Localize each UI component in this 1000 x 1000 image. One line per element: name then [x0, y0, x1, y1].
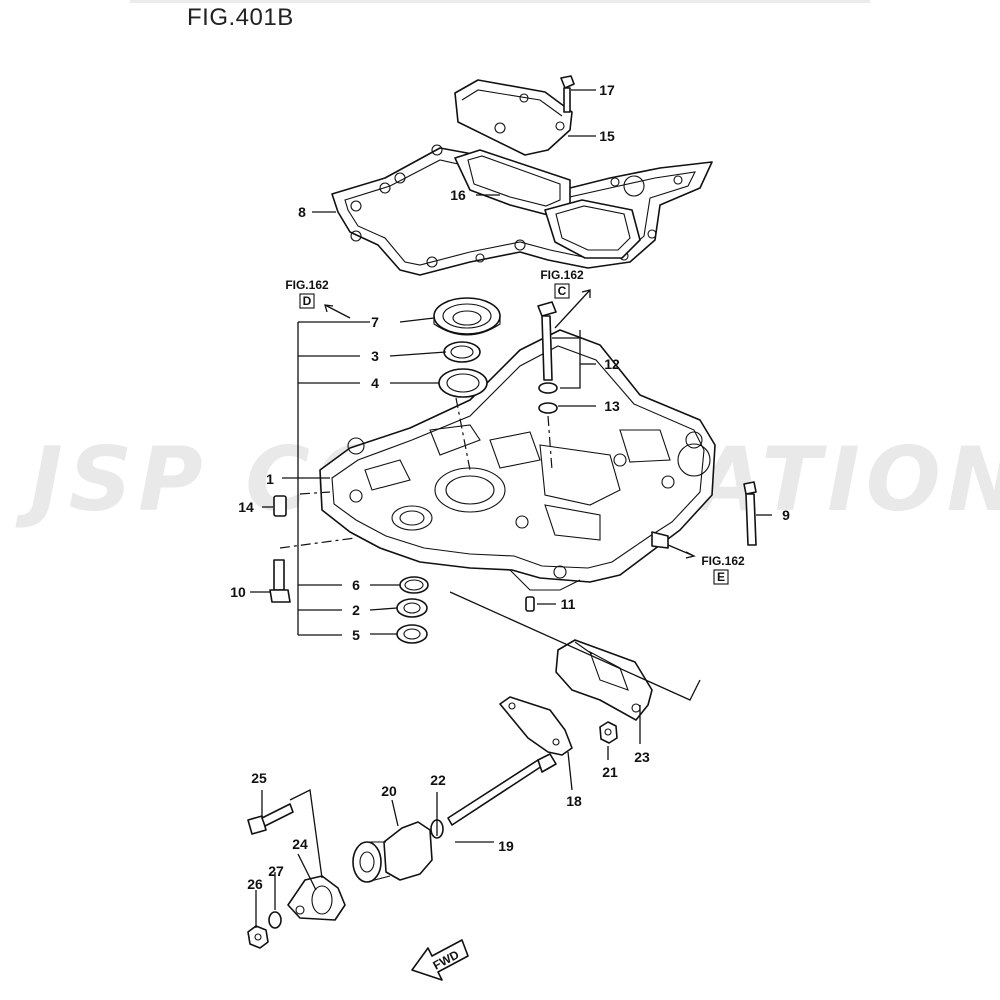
part-1-engine-holder[interactable]: [319, 329, 716, 591]
callout-11: 11: [561, 596, 576, 612]
reference-fig-label: FIG.162: [285, 278, 329, 292]
callout-14: 14: [238, 499, 254, 515]
part-14-dowel[interactable]: [273, 495, 287, 517]
callout-18: 18: [566, 793, 582, 809]
part-2-bearing[interactable]: [396, 598, 428, 618]
callout-20: 20: [381, 783, 397, 799]
callout-6: 6: [352, 577, 360, 593]
callout-27: 27: [268, 863, 284, 879]
reference-fig162-d[interactable]: FIG.162 D: [285, 278, 329, 309]
part-6-o-ring[interactable]: [399, 576, 429, 594]
callout-21: 21: [602, 764, 618, 780]
part-18-plate[interactable]: [499, 696, 573, 756]
reference-letter: E: [717, 570, 725, 584]
callout-19: 19: [498, 838, 514, 854]
part-26-nut[interactable]: [247, 925, 269, 949]
callout-4: 4: [371, 375, 379, 391]
fwd-direction-arrow: FWD: [411, 939, 469, 981]
part-16-inner-gasket[interactable]: [454, 149, 641, 259]
callout-23: 23: [634, 749, 650, 765]
reference-fig-label: FIG.162: [701, 554, 745, 568]
callout-13: 13: [604, 398, 620, 414]
callout-16: 16: [450, 187, 466, 203]
part-23-bracket[interactable]: [555, 639, 653, 721]
part-13-washer[interactable]: [538, 382, 558, 414]
reference-fig162-e[interactable]: FIG.162 E: [701, 554, 745, 585]
reference-letter: D: [303, 294, 312, 308]
part-24-holder[interactable]: [287, 875, 346, 921]
callout-7: 7: [371, 314, 379, 330]
figure-title: FIG.401B: [187, 4, 294, 31]
part-20-bushing[interactable]: [352, 821, 433, 883]
part-7-seal[interactable]: [433, 297, 501, 336]
callout-10: 10: [230, 584, 246, 600]
callout-9: 9: [782, 507, 790, 523]
callout-24: 24: [292, 836, 308, 852]
callout-8: 8: [298, 204, 306, 220]
part-4-seal[interactable]: [438, 368, 488, 398]
part-27-washer[interactable]: [268, 911, 282, 929]
leader-lines: [250, 89, 772, 928]
callout-1: 1: [266, 471, 274, 487]
reference-letter: C: [558, 284, 567, 298]
reference-fig-label: FIG.162: [540, 268, 584, 282]
callout-22: 22: [430, 772, 446, 788]
reference-fig162-c[interactable]: FIG.162 C: [540, 268, 584, 299]
part-9-bolt[interactable]: [743, 481, 757, 546]
top-divider: [130, 0, 870, 3]
callout-2: 2: [352, 602, 360, 618]
callout-26: 26: [247, 876, 263, 892]
callout-labels: 1 2 3 4 5 6 7 8 9 10 11 12 13 14 15 16 1…: [230, 82, 790, 892]
part-11-pin[interactable]: [525, 596, 535, 612]
part-12-bolt[interactable]: [537, 301, 557, 381]
part-10-bolt[interactable]: [269, 559, 291, 603]
part-17-bolt[interactable]: [560, 75, 575, 113]
part-19-shaft[interactable]: [447, 753, 557, 826]
part-25-bolt[interactable]: [247, 803, 294, 835]
part-3-o-ring[interactable]: [443, 341, 481, 363]
callout-12: 12: [604, 356, 620, 372]
part-21-nut[interactable]: [599, 721, 618, 744]
part-5-seal[interactable]: [396, 624, 428, 644]
callout-25: 25: [251, 770, 267, 786]
callout-15: 15: [599, 128, 615, 144]
callout-5: 5: [352, 627, 360, 643]
callout-17: 17: [599, 82, 615, 98]
callout-3: 3: [371, 348, 379, 364]
part-15-cover-plate[interactable]: [454, 79, 573, 156]
